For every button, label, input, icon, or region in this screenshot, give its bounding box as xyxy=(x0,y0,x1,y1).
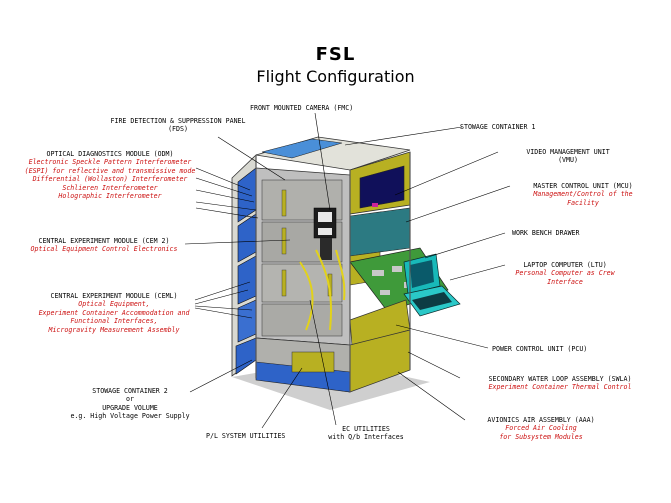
rack-frame-posts xyxy=(255,152,411,392)
label-odm-desc-3: Differential (Wollaston) Interferometer xyxy=(32,175,188,184)
label-odm-desc-4: Schlieren Interferometer xyxy=(62,183,158,192)
label-fds: FIRE DETECTION & SUPPRESSION PANEL (FDS) xyxy=(80,117,276,134)
label-swla: SECONDARY WATER LOOP ASSEMBLY (SWLA) Exp… xyxy=(460,375,660,392)
label-sc2-line3: UPGRADE VOLUME xyxy=(102,403,158,412)
label-sc2-line2: or xyxy=(126,395,134,404)
label-ceml-desc-2: Experiment Container Accommodation and xyxy=(38,308,190,317)
label-mcu-head: MASTER CONTROL UNIT (MCU) xyxy=(533,182,633,190)
label-pcu: POWER CONTROL UNIT (PCU) xyxy=(492,345,587,353)
label-ltu: LAPTOP COMPUTER (LTU) Personal Computer … xyxy=(500,261,630,286)
label-ceml-desc-1: Optical Equipment, xyxy=(78,300,150,309)
label-fmc: FRONT MOUNTED CAMERA (FMC) xyxy=(250,104,353,112)
label-ec-line2: with Q/b Interfaces xyxy=(328,433,404,442)
label-ceml-desc-3: Functional Interfaces, xyxy=(70,317,158,326)
leader-lines xyxy=(184,112,511,429)
label-ltu-head: LAPTOP COMPUTER (LTU) xyxy=(523,261,607,269)
label-ceml-desc-4: Microgravity Measurement Assembly xyxy=(48,325,180,334)
label-mcu: MASTER CONTROL UNIT (MCU) Management/Con… xyxy=(508,182,658,207)
vmu-indicator xyxy=(372,203,378,207)
master-control-unit-panel xyxy=(349,207,411,257)
label-ec-line1: EC UTILITIES xyxy=(342,425,390,433)
label-cem2: CENTRAL EXPERIMENT MODULE (CEM 2) Optica… xyxy=(14,237,194,254)
label-ec: EC UTILITIES with Q/b Interfaces xyxy=(314,425,418,442)
label-mcu-desc-2: Facility xyxy=(567,198,599,207)
label-mcu-desc-1: Management/Control of the xyxy=(533,190,633,199)
label-odm-desc-1: Electronic Speckle Pattern Interferomete… xyxy=(28,158,192,167)
label-pcu-head: POWER CONTROL UNIT (PCU) xyxy=(492,345,588,353)
label-sc2-line4: e.g. High Voltage Power Supply xyxy=(70,412,190,421)
label-fds-line1: FIRE DETECTION & SUPPRESSION PANEL xyxy=(110,117,246,125)
label-cem2-head: CENTRAL EXPERIMENT MODULE (CEM 2) xyxy=(38,237,170,245)
diagram-subtitle: Flight Configuration xyxy=(256,67,415,86)
label-wbd: WORK BENCH DRAWER xyxy=(512,229,580,237)
label-aaa-desc-1: Forced Air Cooling xyxy=(505,424,577,433)
label-vmu-line2: (VMU) xyxy=(558,156,578,165)
label-sc2-line1: STOWAGE CONTAINER 2 xyxy=(92,387,168,395)
label-sc1: STOWAGE CONTAINER 1 xyxy=(460,123,535,131)
label-wbd-head: WORK BENCH DRAWER xyxy=(512,229,580,237)
label-vmu-line1: VIDEO MANAGEMENT UNIT xyxy=(526,148,610,156)
label-pl: P/L SYSTEM UTILITIES xyxy=(206,432,285,440)
label-odm-desc-5: Holographic Interferometer xyxy=(58,192,162,201)
label-ltu-desc-2: Interface xyxy=(547,277,583,286)
olive-handles xyxy=(281,189,333,297)
label-cem2-desc: Optical Equipment Control Electronics xyxy=(30,245,178,254)
label-sc1-head: STOWAGE CONTAINER 1 xyxy=(460,123,536,131)
lower-olive-block xyxy=(291,351,335,373)
label-odm: OPTICAL DIAGNOSTICS MODULE (ODM) Electro… xyxy=(10,150,210,200)
label-swla-desc: Experiment Container Thermal Control xyxy=(488,383,632,392)
label-ceml: CENTRAL EXPERIMENT MODULE (CEML) Optical… xyxy=(14,292,214,334)
label-aaa-desc-2: for Subsystem Modules xyxy=(499,432,583,441)
label-ltu-desc-1: Personal Computer as Crew xyxy=(515,269,615,278)
yellow-cables xyxy=(299,249,346,331)
label-odm-desc-2: (ESPI) for reflective and transmissive m… xyxy=(24,166,196,175)
label-sc2: STOWAGE CONTAINER 2 or UPGRADE VOLUME e.… xyxy=(60,387,200,421)
label-aaa-head: AVIONICS AIR ASSEMBLY (AAA) xyxy=(487,416,595,424)
label-odm-head: OPTICAL DIAGNOSTICS MODULE (ODM) xyxy=(46,150,174,158)
front-camera-assembly xyxy=(313,207,337,260)
diagram-title: FSL xyxy=(315,44,356,65)
label-pl-head: P/L SYSTEM UTILITIES xyxy=(206,432,286,440)
rack-top-hatch xyxy=(261,138,343,159)
laptop-computer xyxy=(403,253,461,317)
label-aaa: AVIONICS AIR ASSEMBLY (AAA) Forced Air C… xyxy=(466,416,616,441)
label-fmc-head: FRONT MOUNTED CAMERA (FMC) xyxy=(250,104,354,112)
video-management-unit-panel xyxy=(359,165,405,209)
label-ceml-head: CENTRAL EXPERIMENT MODULE (CEML) xyxy=(50,292,178,300)
label-vmu: VIDEO MANAGEMENT UNIT (VMU) xyxy=(490,148,646,165)
label-fds-line2: (FDS) xyxy=(168,125,188,134)
label-swla-head: SECONDARY WATER LOOP ASSEMBLY (SWLA) xyxy=(488,375,632,383)
